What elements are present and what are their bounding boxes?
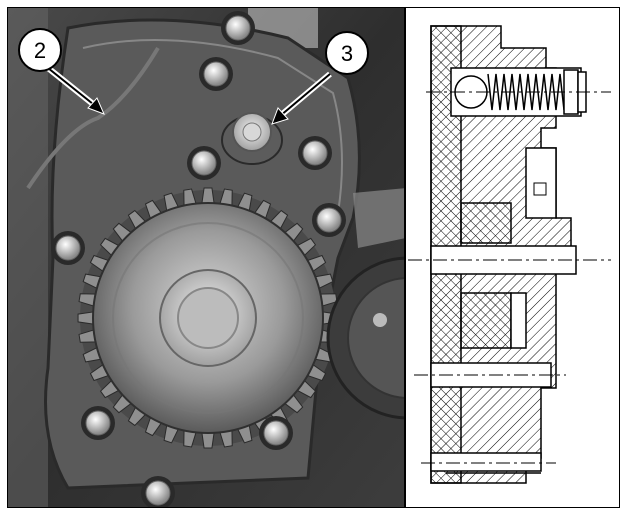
bolt-head bbox=[55, 235, 81, 261]
callout-2: 2 bbox=[18, 28, 105, 115]
bolt-head bbox=[203, 61, 229, 87]
bolt-head bbox=[316, 207, 342, 233]
callout-3-label: 3 bbox=[341, 41, 353, 66]
centre-lines bbox=[408, 91, 611, 464]
callout-2-label: 2 bbox=[34, 38, 46, 63]
bolt-head bbox=[263, 420, 289, 446]
bolt-head bbox=[225, 15, 251, 41]
section-drawing-panel bbox=[405, 7, 620, 508]
engine-photo-panel: 2 3 bbox=[7, 7, 405, 508]
upper-gear-teeth bbox=[353, 188, 404, 248]
bolt-head bbox=[302, 140, 328, 166]
gasket-edge bbox=[26, 46, 160, 190]
oil-pump-gear bbox=[77, 187, 339, 449]
callout-3: 3 bbox=[271, 31, 369, 125]
bolt-head bbox=[145, 480, 171, 506]
crankshaft-gear bbox=[326, 256, 404, 420]
relief-valve bbox=[221, 112, 283, 165]
section-drawing bbox=[408, 25, 611, 484]
lower-bore bbox=[430, 452, 542, 472]
pump-gear-section bbox=[460, 292, 512, 349]
bolt-group bbox=[51, 11, 346, 507]
engine-photo: 2 3 bbox=[8, 8, 404, 507]
bolt-head bbox=[85, 410, 111, 436]
bolt-head bbox=[191, 150, 217, 176]
